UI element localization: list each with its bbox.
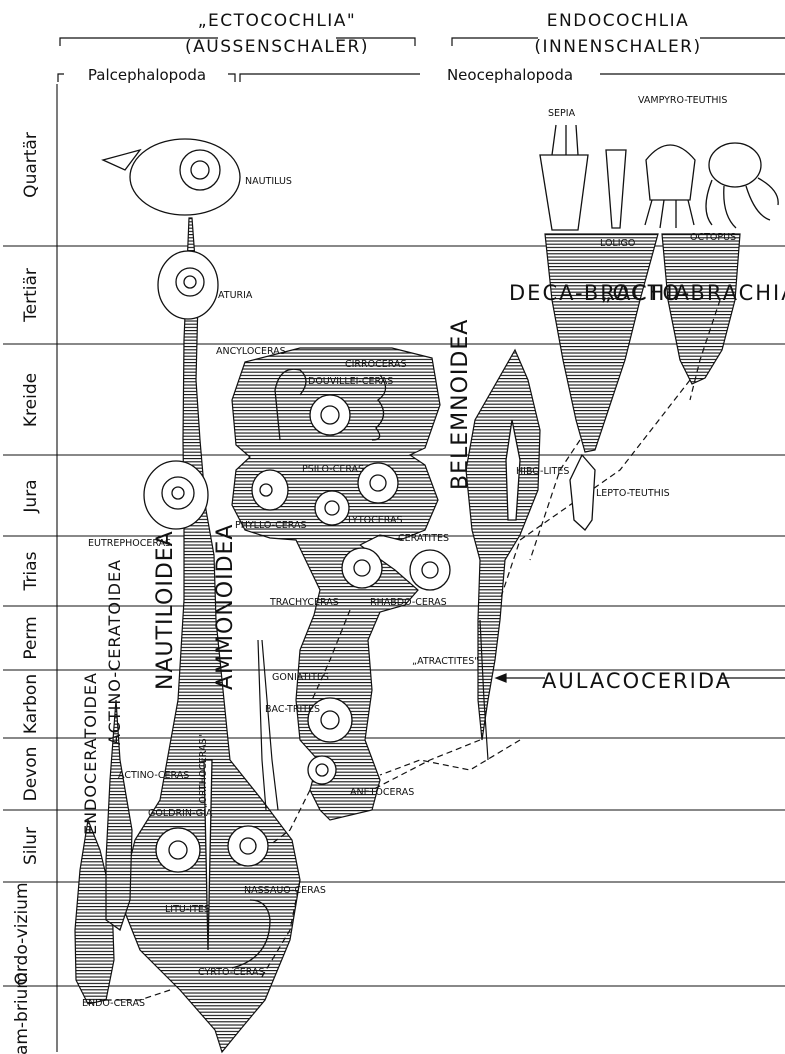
octopus-label: OCTOPUS xyxy=(690,232,736,243)
phylloceras-label: PHYLLO-CERAS xyxy=(235,520,306,531)
anetoceras-label: ANETOCERAS xyxy=(350,787,414,798)
period-devon: Devon xyxy=(21,747,41,802)
ectocochlia-subtitle: (AUSSENSCHALER) xyxy=(185,37,369,57)
nassauoceras-label: NASSAUO-CERAS xyxy=(244,885,326,896)
belemnoidea-label: BELEMNOIDEA xyxy=(448,319,473,490)
aturia-label: ATURIA xyxy=(218,290,253,301)
vampyroteuthis-animal-icon xyxy=(645,145,695,228)
period-jura: Jura xyxy=(21,479,41,513)
period-kreide: Kreide xyxy=(21,373,41,427)
leptoteuthis-label: LEPTO-TEUTHIS xyxy=(596,488,670,499)
period-silur: Silur xyxy=(21,827,41,865)
period-trias: Trias xyxy=(21,551,41,591)
neocephalopoda-label: Neocephalopoda xyxy=(447,66,573,84)
ammonoidea-label: AMMONOIDEA xyxy=(213,524,238,690)
atractites-label: „ATRACTITES" xyxy=(412,656,479,667)
hibolites-label: HIBO-LITES xyxy=(516,466,569,477)
leptoteuthis-shell-icon xyxy=(570,455,595,530)
period-ordovizium-1: Ordo-vizium xyxy=(12,882,32,985)
period-labels: Quartär Tertiär Kreide Jura Trias Perm K… xyxy=(12,132,41,1054)
cirroceras-label: CIRROCERAS xyxy=(345,359,407,370)
psiloceras-shell-icon xyxy=(315,491,349,525)
aturia-shell-icon xyxy=(158,251,218,319)
douvilleiceras-label: DOUVILLEI-CERAS xyxy=(308,376,393,387)
period-quartaer: Quartär xyxy=(21,132,41,198)
palcephalopoda-label: Palcephalopoda xyxy=(88,66,206,84)
lytoceras-label: LYTOCERAS xyxy=(348,515,403,526)
period-karbon: Karbon xyxy=(21,674,41,734)
octopus-animal-icon xyxy=(706,143,778,228)
ceratites-label: CERATITES xyxy=(398,533,449,544)
rhabdoceras-label: RHABDO-CERAS xyxy=(370,597,447,608)
period-kambrium: Kam-brium xyxy=(12,972,32,1054)
octobrachia-lineage xyxy=(662,234,740,384)
octobrachia-label: „OCTO-BRACHIA" xyxy=(601,281,785,305)
endocochlia-subtitle: (INNENSCHALER) xyxy=(534,37,701,57)
trachyceras-label: TRACHYCERAS xyxy=(269,597,339,608)
ancyloceras-label: ANCYLOCERAS xyxy=(216,346,286,357)
actinoceratoidea-label: ACTINO-CERATOIDEA xyxy=(105,559,124,745)
endocochlia-title: ENDOCOCHLIA xyxy=(547,11,689,31)
phylloceras-shell-icon xyxy=(252,470,288,510)
goniatites-label: GONIATITES xyxy=(272,672,329,683)
period-perm: Perm xyxy=(21,616,41,659)
nautiloidea-lineage xyxy=(120,218,300,1052)
period-tertiaer: Tertiär xyxy=(21,268,41,323)
loligo-label: LOLIGO xyxy=(600,238,635,249)
orthoceras-label: „ORTHOCERAS" xyxy=(198,734,209,808)
eutrephoceras-label: EUTREPHOCERAS xyxy=(88,538,171,549)
belemnoidea-lineage xyxy=(466,350,540,740)
cyrtoceras-label: CYRTO-CERAS xyxy=(198,967,265,978)
vampyroteuthis-label: VAMPYRO-TEUTHIS xyxy=(638,95,727,106)
loligo-animal-icon xyxy=(606,150,626,228)
endoceras-label: ENDO-CERAS xyxy=(82,998,145,1009)
sepia-label: SEPIA xyxy=(548,108,576,119)
ectocochlia-title: „ECTOCOCHLIA" xyxy=(198,11,357,31)
endoceratoidea-label: ENDOCERATOIDEA xyxy=(81,672,100,835)
bactrites-label: BAC-TRITES xyxy=(265,704,320,715)
nautilus-label: NAUTILUS xyxy=(245,176,292,187)
goldringia-label: GOLDRIN-GIA xyxy=(148,808,213,819)
nautiloidea-label: NAUTILOIDEA xyxy=(153,530,178,690)
douvilleiceras-shell-icon xyxy=(310,395,350,435)
nautilus-shell-icon xyxy=(103,139,240,215)
sepia-animal-icon xyxy=(540,125,588,230)
psiloceras-label: PSILO-CERAS xyxy=(302,464,364,475)
lituites-label: LITU-ITES xyxy=(165,904,210,915)
anetoceras-shell-icon xyxy=(308,756,336,784)
eutrephoceras-shell-icon xyxy=(144,461,208,529)
aulacocerida-label: AULACOCERIDA xyxy=(542,669,732,693)
decabrachia-lineage xyxy=(545,234,658,452)
actinoceras-label: ACTINO-CERAS xyxy=(118,770,189,781)
